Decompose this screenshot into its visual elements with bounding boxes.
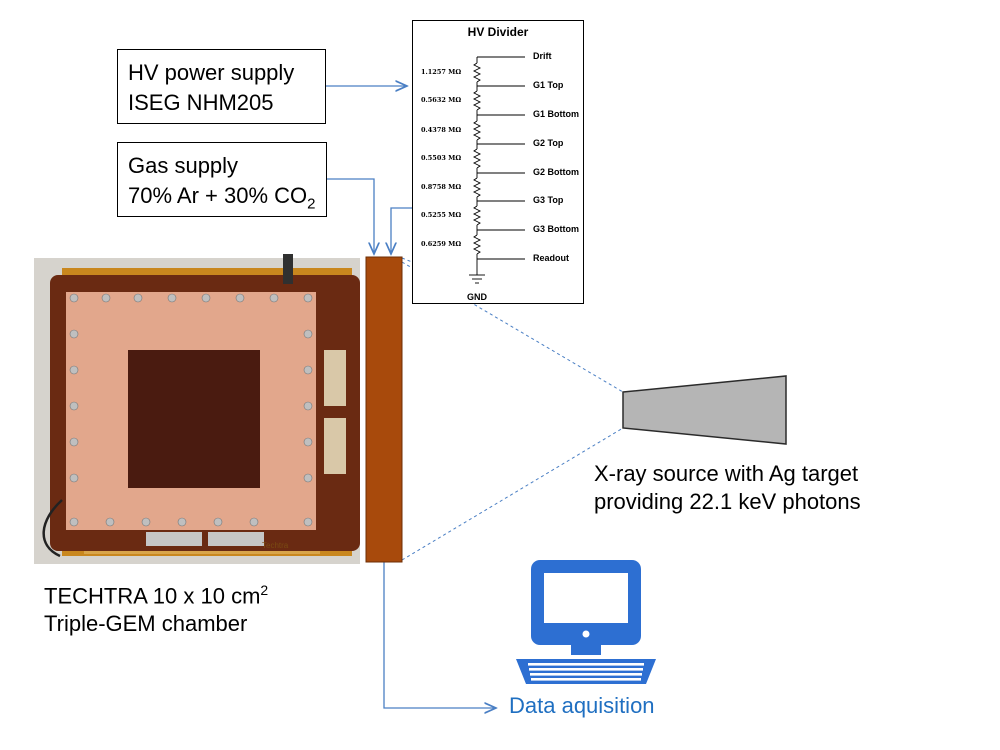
divider-circuit bbox=[469, 56, 525, 284]
gas-mixture: 70% Ar + 30% CO bbox=[128, 183, 308, 208]
xray-source bbox=[622, 375, 787, 445]
beam-line-bottom bbox=[401, 427, 624, 561]
resistor-label: 0.5632 MΩ bbox=[421, 96, 462, 104]
chamber-name: TECHTRA 10 x 10 cm bbox=[44, 583, 261, 609]
tap-readout: Readout bbox=[533, 253, 569, 263]
hv-supply-line1: HV power supply bbox=[128, 60, 295, 85]
tap-drift: Drift bbox=[533, 51, 552, 61]
hv-divider-title: HV Divider bbox=[467, 25, 529, 39]
gas-mixture-subscript: 2 bbox=[307, 195, 316, 213]
chamber-area-superscript: 2 bbox=[260, 582, 269, 598]
resistor-label: 0.4378 MΩ bbox=[421, 126, 462, 134]
chamber-caption-line2: Triple-GEM chamber bbox=[44, 611, 248, 637]
gas-supply-line1: Gas supply bbox=[128, 153, 239, 178]
chamber-caption-line1: TECHTRA 10 x 10 cm2 bbox=[44, 576, 268, 610]
hv-supply-line2: ISEG NHM205 bbox=[128, 90, 274, 115]
daq-arrow bbox=[383, 562, 496, 708]
hv-power-supply-box: HV power supply ISEG NHM205 bbox=[117, 49, 326, 124]
computer-icon bbox=[516, 560, 656, 684]
tap-g2-top: G2 Top bbox=[533, 138, 564, 148]
resistor-label: 0.5255 MΩ bbox=[421, 211, 462, 219]
xray-caption: X-ray source with Ag target providing 22… bbox=[594, 460, 861, 516]
chamber-photo bbox=[34, 254, 360, 564]
tap-g3-bottom: G3 Bottom bbox=[533, 224, 579, 234]
divider-link-dashed bbox=[401, 257, 413, 263]
hv-to-detector-arrow bbox=[391, 207, 412, 254]
resistor-label: 0.6259 MΩ bbox=[421, 240, 462, 248]
gas-supply-line2: 70% Ar + 30% CO2 bbox=[128, 181, 316, 219]
resistor-label: 1.1257 MΩ bbox=[421, 68, 462, 76]
gas-supply-arrow bbox=[326, 178, 374, 254]
gas-supply-box: Gas supply 70% Ar + 30% CO2 bbox=[117, 142, 327, 217]
resistor-label: 0.8758 MΩ bbox=[421, 183, 462, 191]
ground-label: GND bbox=[467, 292, 487, 302]
chamber-pcb-label: Techtra bbox=[262, 541, 289, 550]
tap-g1-bottom: G1 Bottom bbox=[533, 109, 579, 119]
tap-g2-bottom: G2 Bottom bbox=[533, 167, 579, 177]
tap-g3-top: G3 Top bbox=[533, 195, 564, 205]
resistor-label: 0.5503 MΩ bbox=[421, 154, 462, 162]
xray-caption-line1: X-ray source with Ag target bbox=[594, 461, 859, 486]
chamber-caption: TECHTRA 10 x 10 cm2 Triple-GEM chamber bbox=[44, 576, 268, 638]
xray-caption-line2: providing 22.1 keV photons bbox=[594, 489, 861, 514]
detector-bar bbox=[365, 256, 403, 563]
tap-g1-top: G1 Top bbox=[533, 80, 564, 90]
daq-label: Data aquisition bbox=[509, 693, 655, 718]
hv-divider-schematic: HV Divider bbox=[412, 20, 584, 304]
